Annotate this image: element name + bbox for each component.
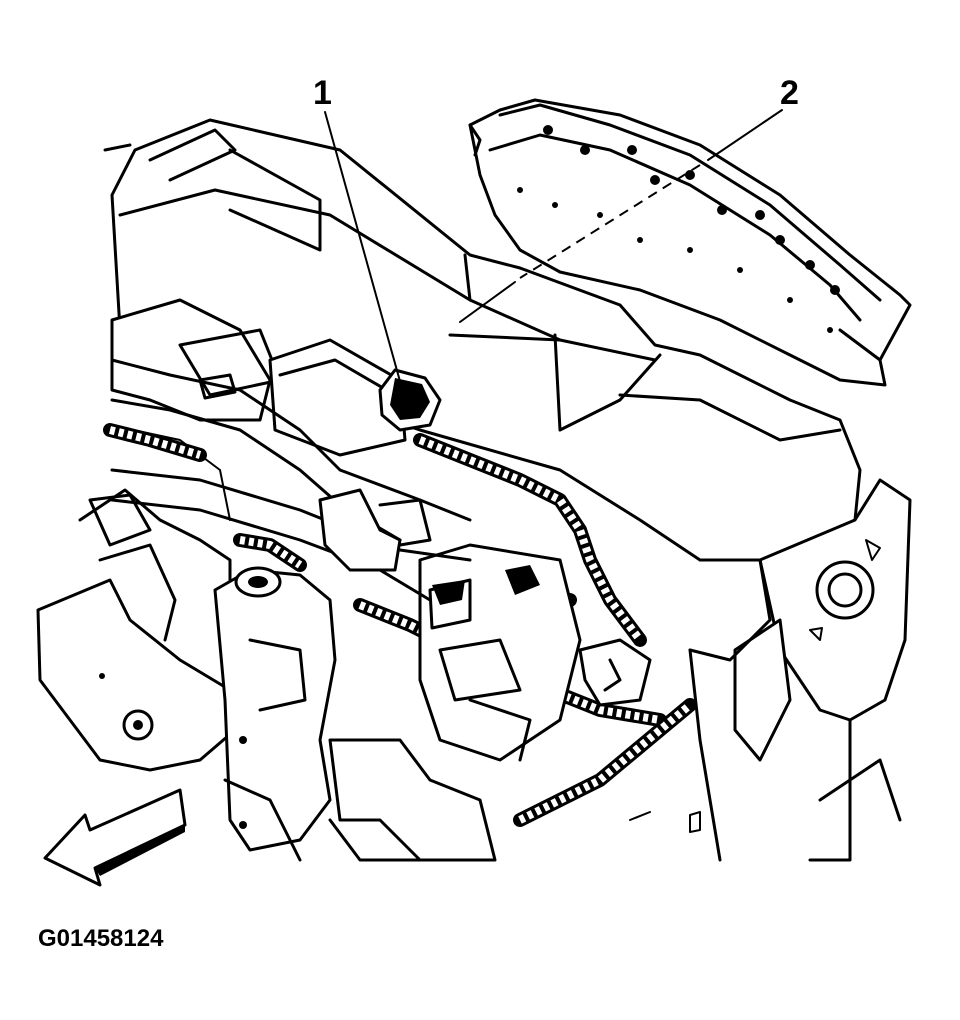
leader-line-1: [324, 111, 409, 411]
lower-left-bracket: [36, 488, 237, 772]
callout-2-label: 2: [780, 74, 799, 112]
figure-id: G01458124: [38, 925, 164, 952]
leader-lines: [324, 109, 783, 411]
forward-direction-arrow: [43, 788, 187, 887]
instrument-cluster: [468, 98, 912, 387]
cluster-mounting-bosses: [517, 125, 840, 333]
electrical-connector: [378, 368, 442, 432]
left-dash-structure: [109, 298, 472, 542]
callout-1-label: 1: [313, 74, 332, 112]
leader-line-2: [707, 109, 783, 161]
cross-car-beam: [110, 468, 701, 833]
leader-line-2-hidden: [519, 164, 701, 279]
right-side-panel: [688, 478, 912, 862]
leader-line-2-tail: [459, 281, 516, 323]
steering-support-column: [213, 566, 497, 862]
center-housing: [418, 543, 582, 762]
